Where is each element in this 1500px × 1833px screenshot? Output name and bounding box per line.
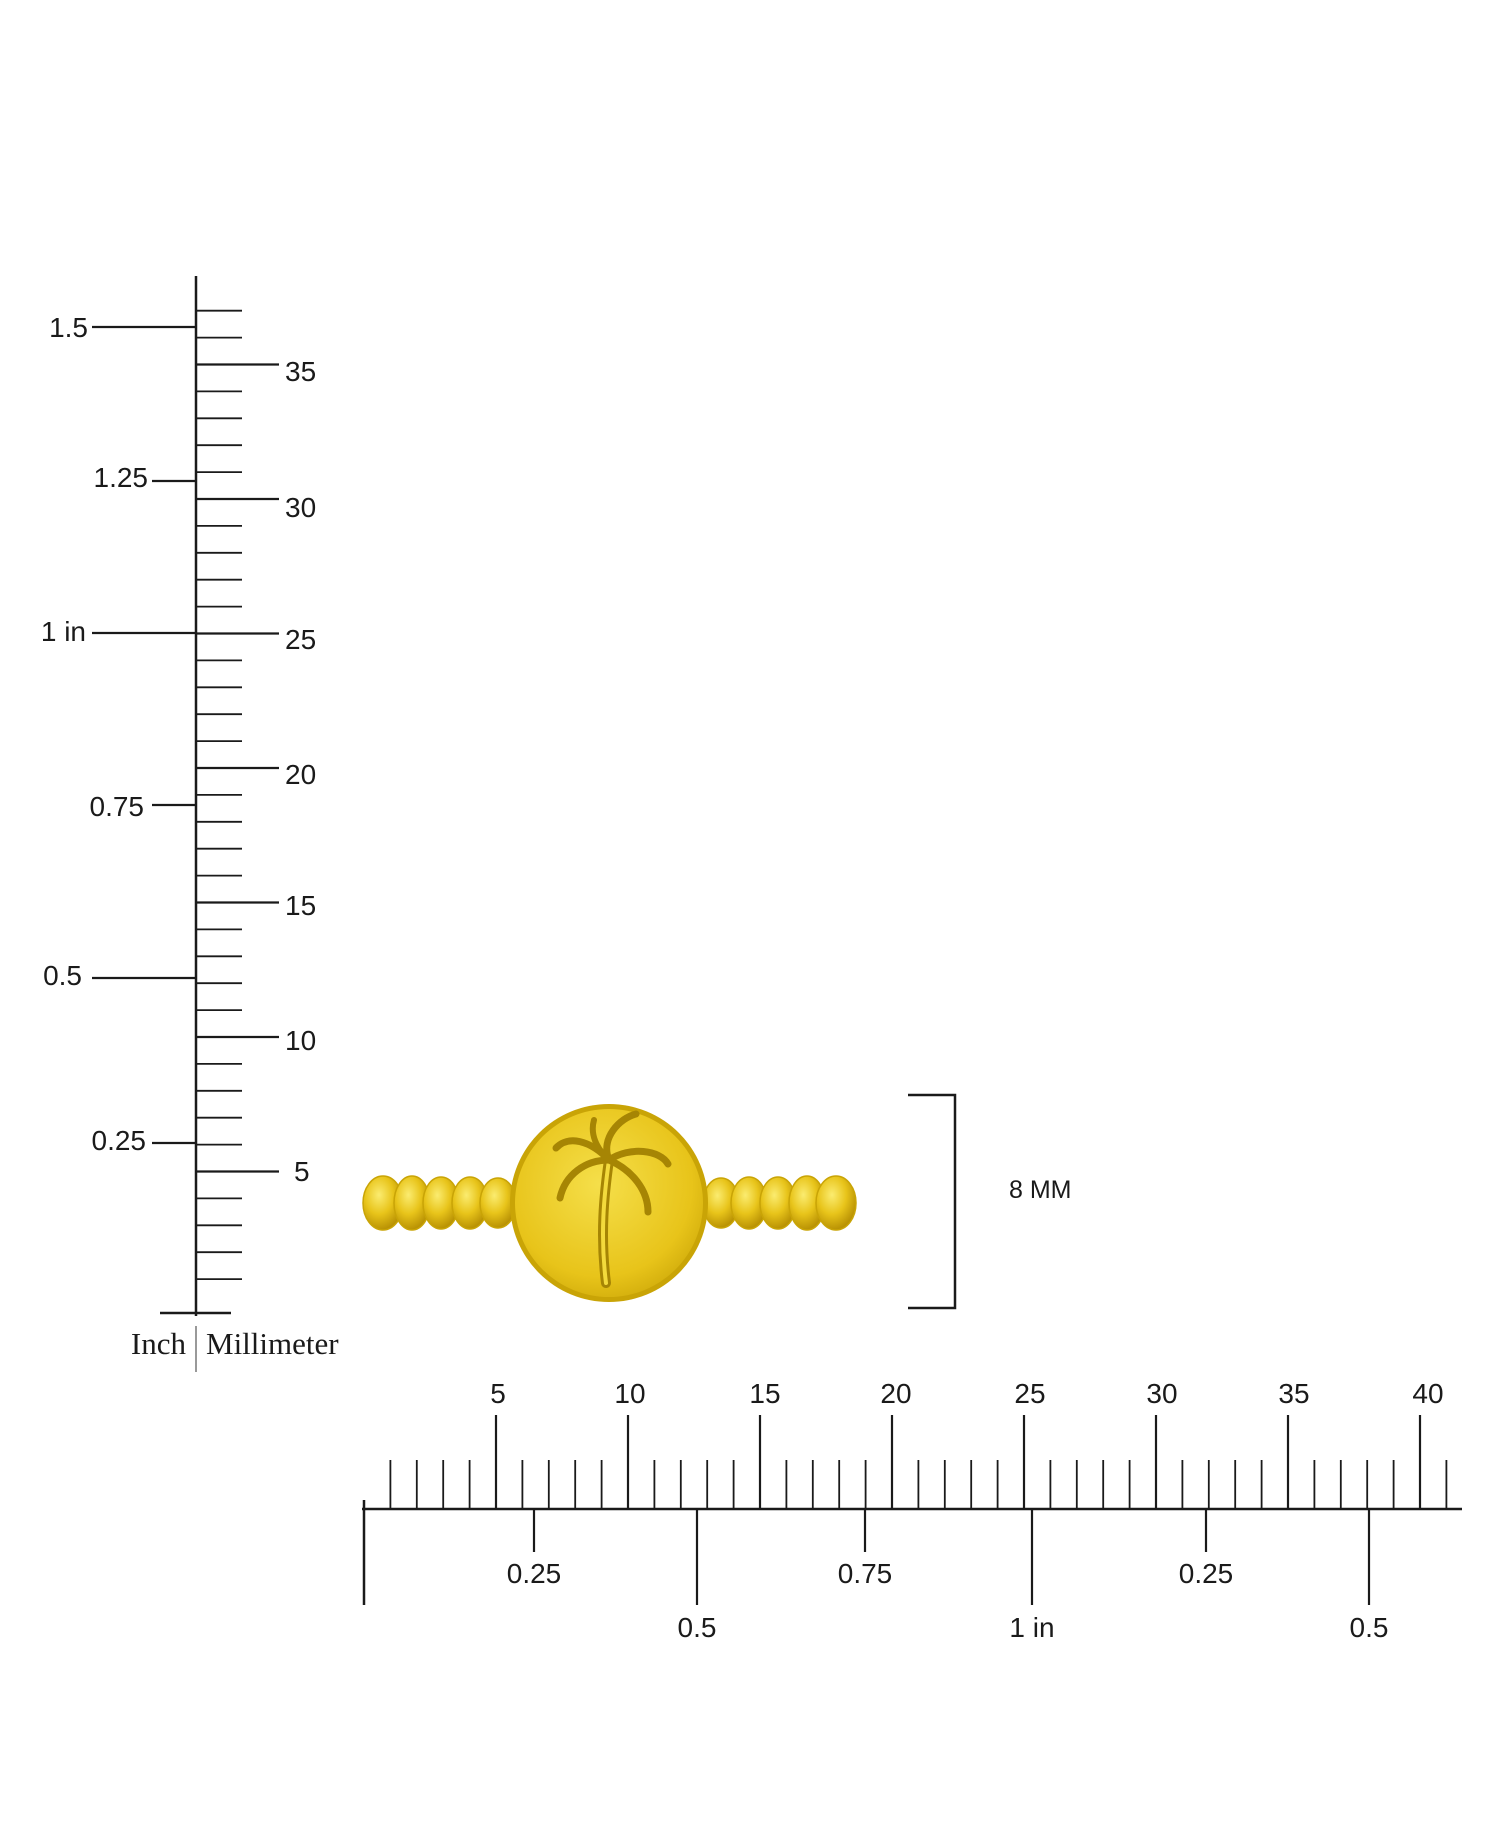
v-inch-label-0-5: 0.5	[43, 960, 82, 991]
h-mm-label-15: 15	[749, 1378, 780, 1409]
h-mm-label-5: 5	[490, 1378, 506, 1409]
dimension-bracket: 8 MM	[908, 1093, 1072, 1310]
v-inch-label-0-25: 0.25	[92, 1125, 147, 1156]
horizontal-ruler: 5 10 15 20 25 30 35 40 0.25 0.5 0.75 1 i…	[362, 1378, 1462, 1643]
v-mm-label-25: 25	[285, 624, 316, 655]
ring-bead	[815, 1175, 857, 1231]
v-mm-label-10: 10	[285, 1025, 316, 1056]
unit-label-inch: Inch	[131, 1326, 187, 1361]
v-mm-label-30: 30	[285, 492, 316, 523]
vertical-ruler: 1.5 1.25 1 in 0.75 0.5 0.25 35 30 25 20 …	[41, 276, 339, 1372]
v-mm-label-20: 20	[285, 759, 316, 790]
dimension-label: 8 MM	[1009, 1176, 1072, 1204]
h-inch-label-0-25-b: 0.25	[1179, 1558, 1234, 1589]
horizontal-inch-ticks	[532, 1509, 1371, 1605]
ring-image	[362, 1104, 857, 1302]
dimension-bracket-line	[908, 1093, 957, 1310]
h-inch-label-0-25: 0.25	[507, 1558, 562, 1589]
v-mm-label-15: 15	[285, 890, 316, 921]
ring-band-beads	[362, 1175, 857, 1231]
h-mm-label-35: 35	[1278, 1378, 1309, 1409]
h-mm-label-40: 40	[1412, 1378, 1443, 1409]
v-mm-label-5: 5	[294, 1156, 310, 1187]
palm-tree-engraving-icon	[552, 1110, 672, 1288]
h-mm-label-10: 10	[614, 1378, 645, 1409]
h-mm-label-20: 20	[880, 1378, 911, 1409]
v-mm-label-35: 35	[285, 356, 316, 387]
v-inch-label-1-in: 1 in	[41, 616, 86, 647]
h-inch-label-0-75: 0.75	[838, 1558, 893, 1589]
v-inch-label-0-75: 0.75	[90, 791, 145, 822]
h-inch-label-0-5: 0.5	[678, 1612, 717, 1643]
h-inch-label-1-in: 1 in	[1009, 1612, 1054, 1643]
h-mm-label-25: 25	[1014, 1378, 1045, 1409]
vertical-mm-ticks	[196, 309, 279, 1280]
v-inch-label-1-5: 1.5	[49, 312, 88, 343]
unit-label-millimeter: Millimeter	[206, 1326, 339, 1361]
vertical-inch-ticks	[92, 325, 196, 1145]
h-inch-label-0-5-b: 0.5	[1350, 1612, 1389, 1643]
horizontal-mm-ticks	[389, 1415, 1448, 1509]
h-mm-label-30: 30	[1146, 1378, 1177, 1409]
v-inch-label-1-25: 1.25	[94, 462, 149, 493]
